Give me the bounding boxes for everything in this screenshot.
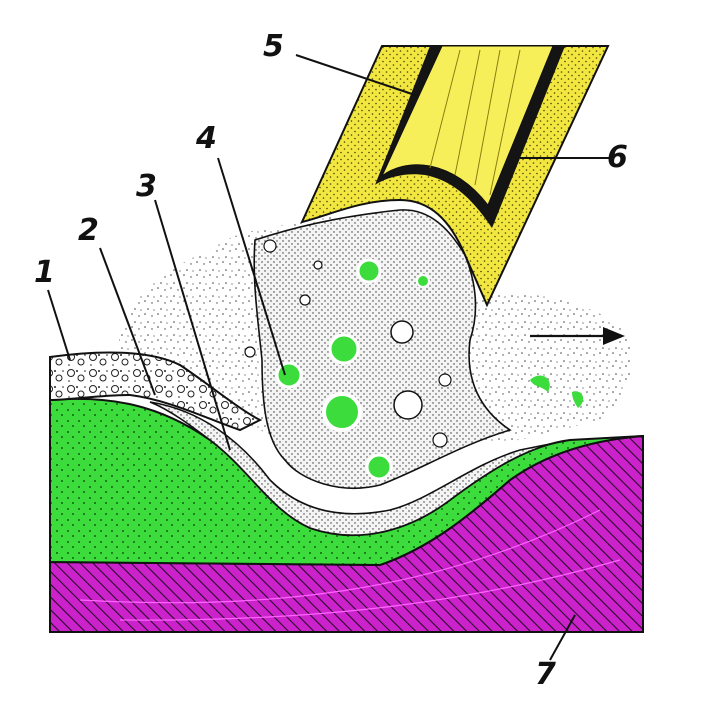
- label-4: 4: [196, 121, 217, 156]
- arrow-right-icon: [530, 327, 625, 345]
- flux-zone: [253, 209, 512, 489]
- base-metal-lines: [79, 509, 621, 621]
- white-voids: [244, 239, 452, 448]
- label-3: 3: [136, 169, 157, 204]
- label-6: 6: [607, 140, 628, 175]
- electrode: [300, 45, 610, 308]
- gas-bubbles: [275, 258, 584, 481]
- liquid-slag: [149, 401, 571, 536]
- label-7: 7: [535, 657, 556, 692]
- leader-lines: [47, 54, 610, 661]
- label-5: 5: [263, 29, 284, 64]
- label-1: 1: [34, 255, 55, 290]
- label-2: 2: [78, 213, 99, 248]
